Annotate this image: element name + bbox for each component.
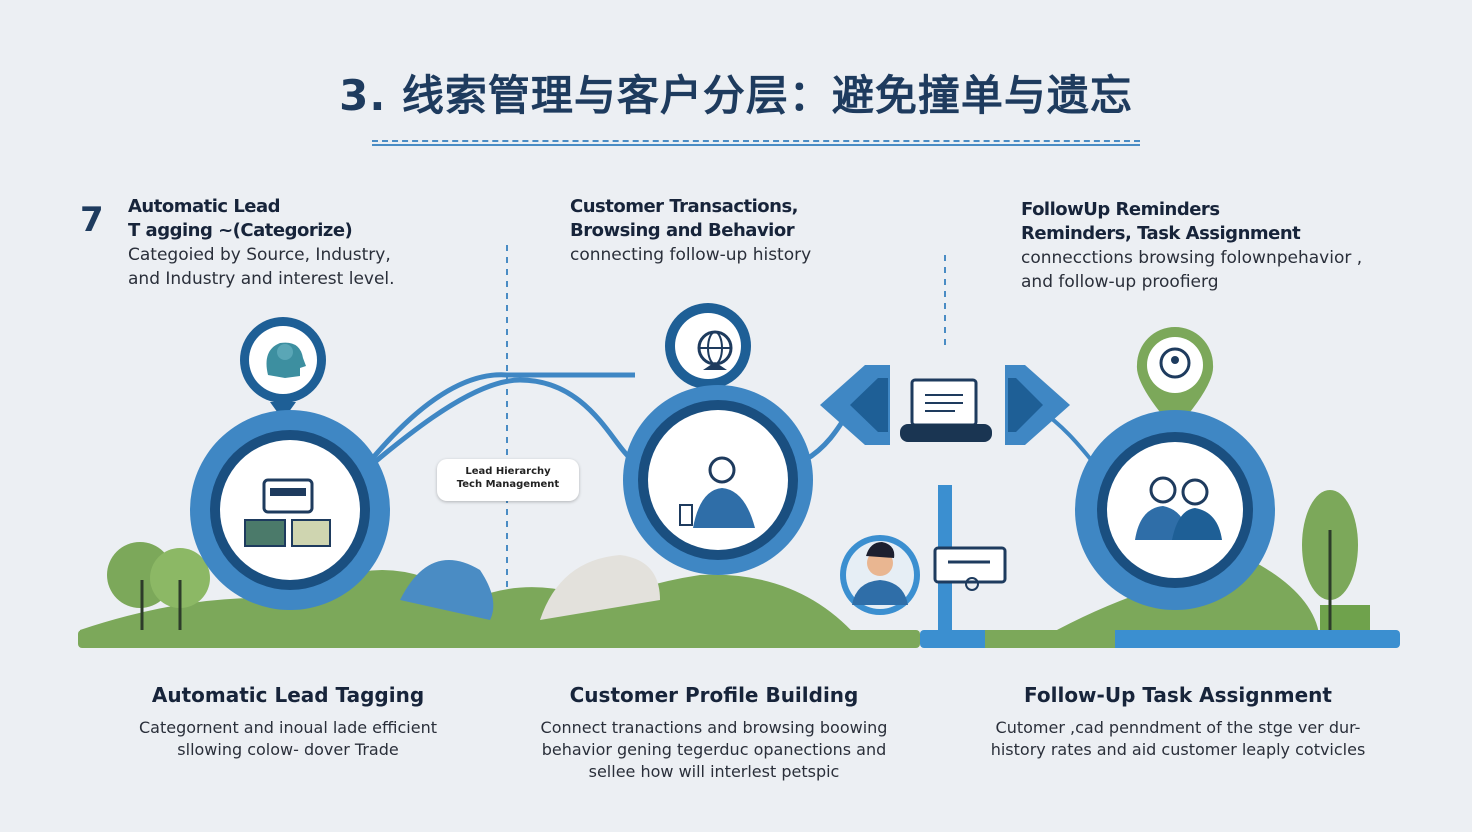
cloud-bg [540,555,660,620]
caption-right-line-2: history rates and aid customer leaply co… [990,740,1366,759]
right-main-circle [1107,442,1243,578]
top-right-heading-2: Reminders, Task Assignment [1021,223,1301,244]
top-left-heading-2: T agging ~(Categorize) [128,220,353,241]
caption-left-line-2: sllowing colow- dover Trade [177,740,399,759]
team-icon [1135,476,1222,540]
hill-center [525,574,860,645]
globe-icon [697,330,733,370]
top-left-text-1: Categoied by Source, Industry, [128,245,391,265]
connector-left [353,372,635,482]
trees-left [107,542,210,630]
laptop-icon [900,378,992,442]
person-avatar-icon [840,535,920,615]
ground-green [78,630,920,648]
top-center-heading-1: Customer Transactions, [570,196,799,217]
caption-center-title: Customer Profile Building [569,683,859,707]
top-center-text-1: connecting follow-up history [570,245,812,265]
caption-right: Follow-Up Task Assignment Cutomer ,cad p… [968,683,1398,761]
top-right-heading-1: FollowUp Reminders [1021,199,1220,220]
step-number: 7 [80,200,104,240]
tree-right [1302,490,1358,630]
connector-wave [328,377,642,502]
caption-center: Customer Profile Building Connect tranac… [504,683,934,783]
caption-left-body: Categornent and inoual lade efficient sl… [68,717,508,761]
ground-green-right [985,630,1115,648]
hill-blue [400,560,494,620]
customer-profile-icon [679,456,755,528]
caption-center-line-2: behavior gening tegerduc opanections and [541,740,887,759]
top-center-heading-2: Browsing and Behavior [570,220,795,241]
top-right-text-1: connecctions browsing folownpehavior , [1021,248,1363,268]
top-right-text-2: and follow-up proofierg [1021,272,1219,292]
top-center-text-block: Customer Transactions, Browsing and Beha… [570,195,870,267]
caption-left: Automatic Lead Tagging Categornent and i… [78,683,508,761]
caption-left-line-1: Categornent and inoual lade efficient [138,718,437,737]
caption-center-line-3: sellee how will interlest petspic [588,762,840,781]
caption-right-title: Follow-Up Task Assignment [1024,683,1332,707]
hedge-right [1320,605,1370,630]
top-left-text-2: and Industry and interest level. [128,269,395,289]
top-right-text-block: FollowUp Reminders Reminders, Task Assig… [1021,198,1401,294]
caption-center-line-1: Connect tranactions and browsing boowing [540,718,888,737]
location-pin-icon [1136,327,1214,430]
caption-right-line-1: Cutomer ,cad penndment of the stge ver d… [995,718,1361,737]
caption-left-title: Automatic Lead Tagging [151,683,425,707]
lead-hierarchy-label: Lead Hierarchy Tech Management [437,459,579,501]
top-left-heading-1: Automatic Lead [128,196,281,217]
caption-center-body: Connect tranactions and browsing boowing… [494,717,934,783]
bubble-line-1: Lead Hierarchy [465,466,551,477]
title-divider [372,140,1140,146]
bubble-line-2: Tech Management [456,479,560,490]
tag-hierarchy-icon [244,478,331,547]
signpost-icon [933,485,1007,635]
caption-right-body: Cutomer ,cad penndment of the stge ver d… [958,717,1398,761]
brain-head-icon [266,342,306,378]
page-title: 3. 线索管理与客户分层：避免撞单与遗忘 [339,71,1133,120]
top-left-text-block: Automatic Lead T agging ~(Categorize) Ca… [128,195,488,291]
hill-left [80,570,640,645]
